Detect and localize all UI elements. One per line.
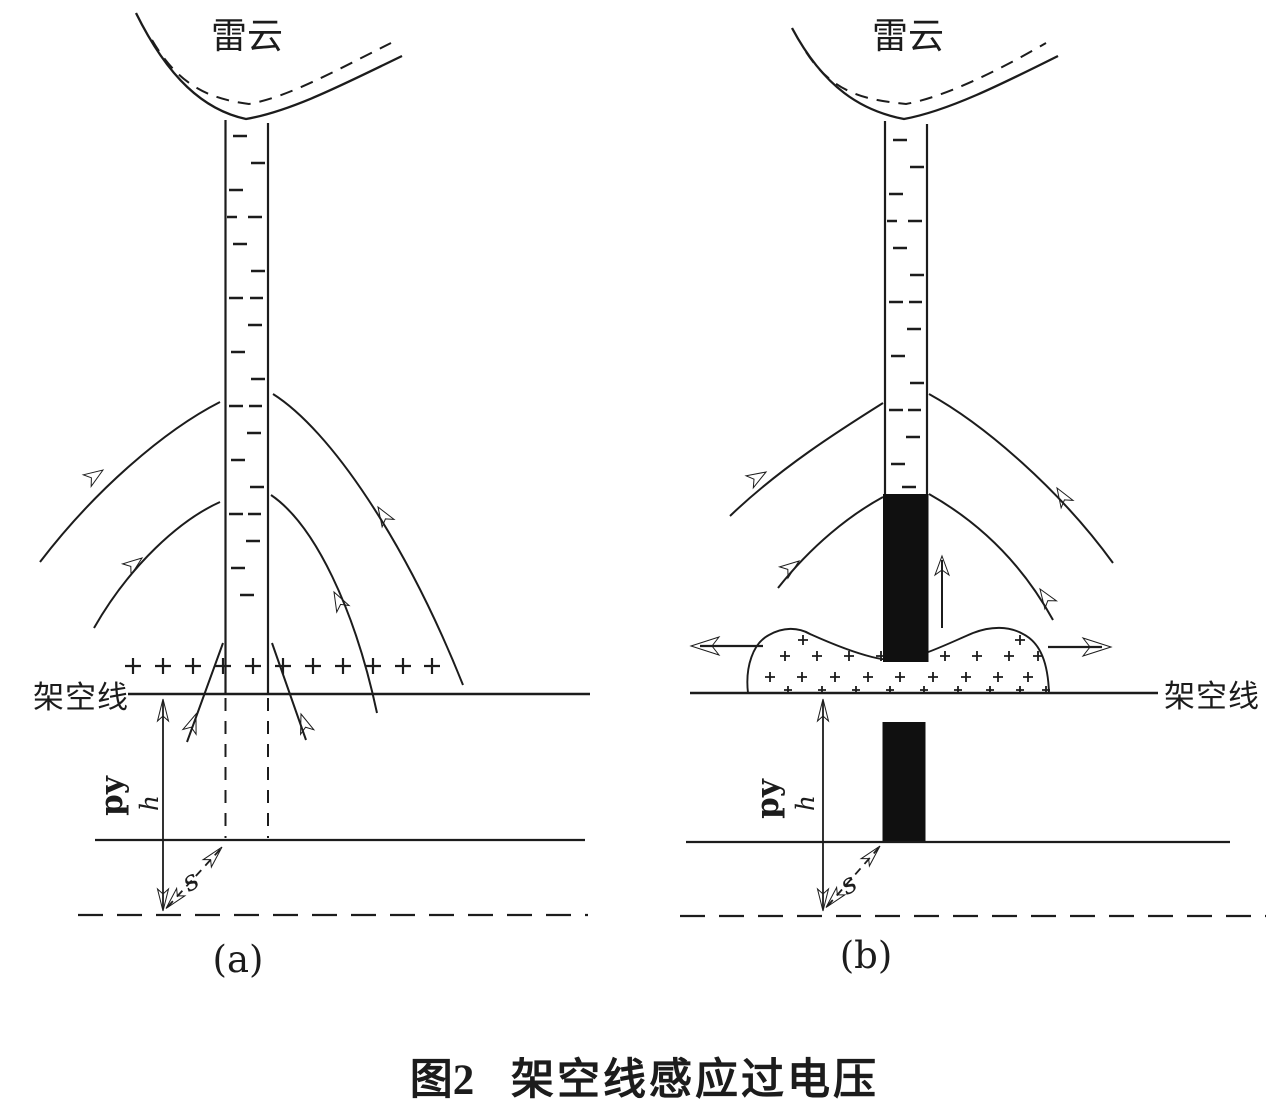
height-label: h <box>135 795 164 811</box>
thundercloud-outline <box>134 12 403 121</box>
height-label: h <box>791 795 820 811</box>
field-line-right-inner <box>928 493 1054 621</box>
channel-negative-charges <box>227 134 265 597</box>
thundercloud-inner-dashed <box>805 42 1047 106</box>
field-line-short-left <box>186 642 224 743</box>
field-line-left-outer <box>39 401 221 563</box>
thundercloud-label: 雷云 <box>872 16 944 56</box>
field-arrowhead <box>779 554 804 579</box>
height-axis-label: py <box>750 778 786 819</box>
panel-tag: (b) <box>840 934 893 977</box>
field-line-right-outer <box>928 393 1114 564</box>
return-stroke-channel-upper <box>883 494 929 662</box>
overhead-line-label: 架空线 <box>33 680 129 715</box>
field-line-left-inner <box>93 501 221 629</box>
field-line-left-outer <box>729 402 884 517</box>
thundercloud-inner-dashed <box>151 39 392 106</box>
figure-caption-title: 架空线感应过电压 <box>511 1056 879 1104</box>
height-axis-label: py <box>94 775 130 816</box>
panel-tag: (a) <box>213 938 264 981</box>
panel-a: 雷云 架空线 py h s (a) <box>33 12 590 981</box>
induced-positive-charges <box>125 658 440 674</box>
channel-negative-charges <box>887 138 924 489</box>
field-line-left-inner <box>777 496 884 589</box>
field-arrowhead <box>1050 483 1074 509</box>
field-line-right-inner <box>270 494 378 714</box>
thundercloud-label: 雷云 <box>211 16 283 56</box>
figure-caption: 图2 架空线感应过电压 <box>410 1056 879 1104</box>
panel-b: 雷云 架空线 py h s (b) <box>680 16 1266 977</box>
field-line-right-outer <box>272 393 464 686</box>
field-arrowhead <box>82 463 108 487</box>
overhead-line-label: 架空线 <box>1164 679 1260 714</box>
field-arrowhead <box>182 711 204 735</box>
figure-caption-number: 图2 <box>410 1057 475 1104</box>
return-stroke-channel-lower <box>882 722 926 842</box>
